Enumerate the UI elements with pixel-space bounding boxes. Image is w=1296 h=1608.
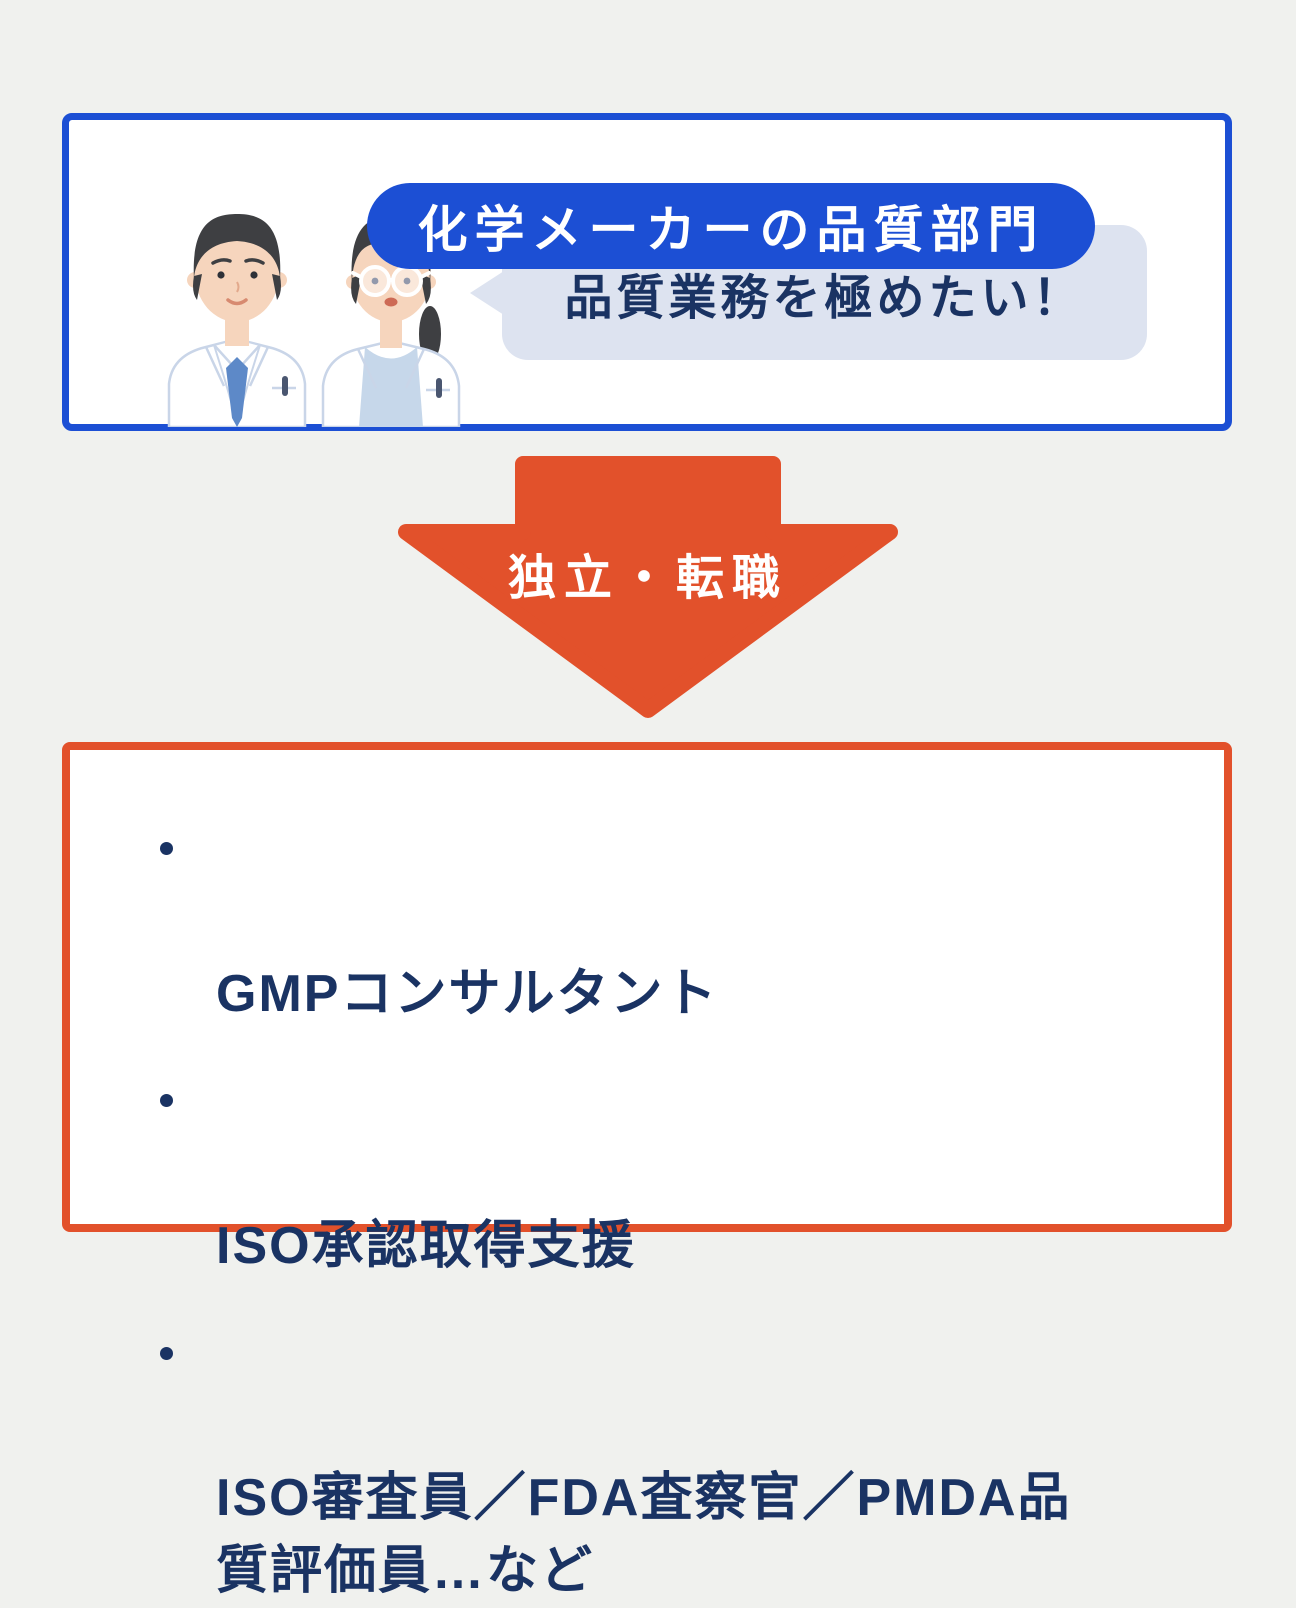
infographic-canvas: 化学メーカーの品質部門 品質業務を極めたい！ 独立・転職 GMPコンサルタント …	[62, 113, 1232, 1600]
list-item: ISO承認取得支援	[158, 1064, 1138, 1282]
list-item-text: GMPコンサルタント	[216, 964, 719, 1023]
bullet-dot-icon	[160, 842, 173, 855]
speech-bubble-text: 品質業務を極めたい！	[564, 271, 1085, 325]
bullet-dot-icon	[160, 1346, 173, 1360]
down-arrow-label: 独立・転職	[507, 552, 788, 605]
career-options-box: GMPコンサルタント ISO承認取得支援 ISO審査員／FDA査察官／PMDA品…	[62, 742, 1232, 1600]
top-box-title-badge: 化学メーカーの品質部門	[367, 183, 1095, 269]
quality-department-box: 化学メーカーの品質部門 品質業務を極めたい！	[62, 113, 1232, 431]
man-chemist-icon	[167, 214, 307, 427]
bullet-dot-icon	[160, 1094, 173, 1108]
top-box-title: 化学メーカーの品質部門	[417, 202, 1045, 258]
career-options-list: GMPコンサルタント ISO承認取得支援 ISO審査員／FDA査察官／PMDA品…	[158, 812, 1138, 1608]
list-item: ISO審査員／FDA査察官／PMDA品 質評価員…など	[158, 1317, 1138, 1608]
speech-bubble-tail-icon	[470, 271, 504, 315]
glasses-icon	[351, 265, 431, 297]
list-item-text: ISO承認取得支援	[216, 1216, 636, 1275]
list-item: GMPコンサルタント	[158, 812, 1138, 1030]
list-item-text: ISO審査員／FDA査察官／PMDA品 質評価員…など	[216, 1469, 1072, 1601]
down-arrow-icon	[398, 456, 898, 718]
down-arrow: 独立・転職	[398, 452, 898, 722]
